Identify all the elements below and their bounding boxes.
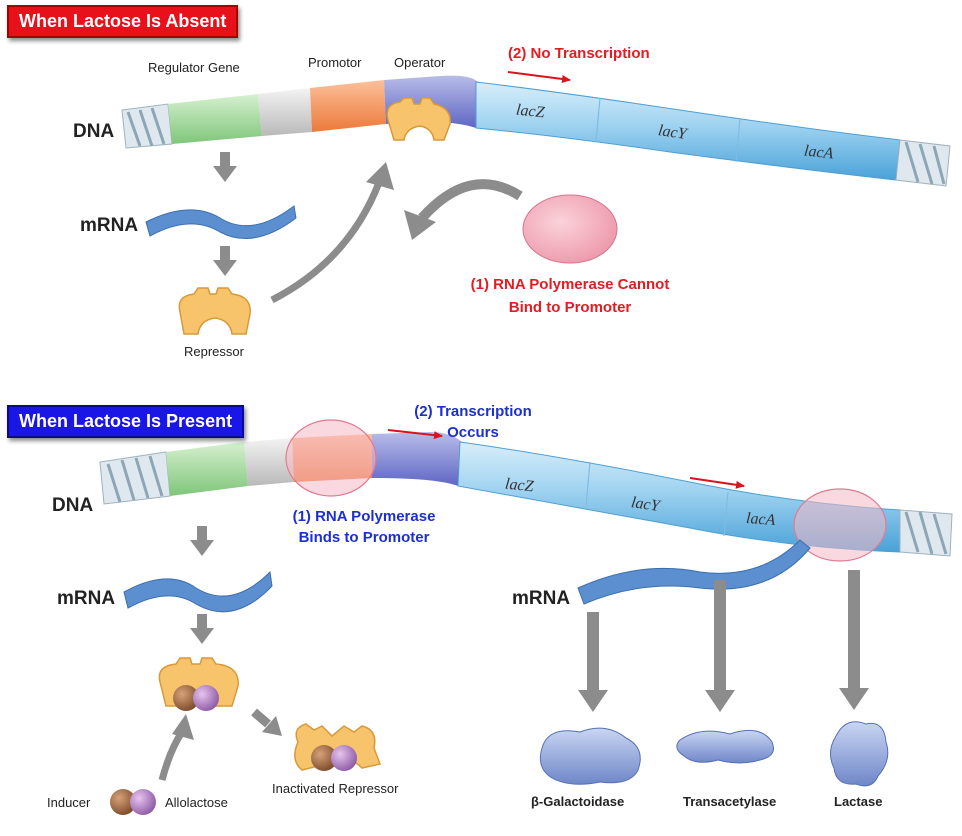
- regulator-gene-label: Regulator Gene: [148, 60, 240, 75]
- bottom-right-mrna-label: mRNA: [512, 588, 571, 609]
- polymerase-cannot-bind-label: (1) RNA Polymerase Cannot Bind to Promot…: [470, 276, 670, 316]
- beta-galactosidase-protein-icon: [539, 727, 641, 785]
- top-mrna-label: mRNA: [80, 215, 139, 236]
- beta-galactosidase-label: β-Galactoidase: [531, 794, 625, 809]
- bottom-lacz-label: lacZ: [504, 475, 535, 496]
- protein-arrow-3: [839, 570, 869, 710]
- inactivation-arrow: [251, 708, 271, 728]
- bottom-dna-label: DNA: [52, 495, 94, 516]
- repressor-to-operator-arrow: [270, 178, 384, 304]
- polymerase-blocked-arrow: [418, 179, 523, 222]
- transcription-occurs-label: (2) Transcription Occurs: [414, 403, 532, 441]
- polymerase-transcribing-icon: [793, 488, 887, 562]
- allolactose-label: Allolactose: [165, 795, 228, 810]
- transacetylase-protein-icon: [676, 729, 774, 764]
- polymerase-on-promoter-icon: [285, 419, 377, 497]
- lactase-label: Lactase: [834, 794, 883, 809]
- inducer-to-repressor-arrow: [158, 730, 185, 781]
- repressor-label: Repressor: [184, 344, 244, 359]
- no-transcription-arrow: [507, 71, 571, 83]
- protein-arrow-2: [705, 580, 735, 712]
- bottom-laca-label: lacA: [745, 509, 776, 530]
- gray-down-arrow-2: [213, 246, 237, 276]
- allolactose-molecule-icon: [130, 789, 156, 815]
- bottom-lacy-label: lacY: [630, 494, 661, 515]
- repressor-on-operator-icon: [386, 97, 451, 141]
- inactivated-repressor-label: Inactivated Repressor: [272, 781, 399, 796]
- top-lacy-label: lacY: [657, 122, 688, 143]
- present-banner: When Lactose Is Present: [7, 405, 245, 438]
- repressor-icon: [178, 287, 251, 335]
- transcription-arrow-1: [387, 429, 443, 440]
- lactase-protein-icon: [830, 721, 889, 787]
- inducer-molecule-icon: [110, 789, 136, 815]
- bottom-left-mrna-label: mRNA: [57, 588, 116, 609]
- protein-arrow-1: [578, 612, 608, 712]
- rna-polymerase-icon: [522, 194, 618, 264]
- operator-label: Operator: [394, 55, 446, 70]
- absent-banner: When Lactose Is Absent: [7, 5, 239, 38]
- polymerase-binds-label: (1) RNA Polymerase Binds to Promoter: [292, 508, 436, 546]
- gray-down-arrow-1: [213, 152, 237, 182]
- gray-down-arrow-4: [190, 614, 214, 644]
- top-dna-label: DNA: [73, 121, 115, 142]
- bottom-right-mrna-ribbon: [577, 539, 811, 605]
- no-transcription-label: (2) No Transcription: [508, 45, 650, 62]
- top-lacz-label: lacZ: [515, 101, 546, 122]
- transacetylase-label: Transacetylase: [683, 794, 777, 809]
- transcription-arrow-2: [689, 477, 745, 489]
- top-dna-strand: [121, 75, 951, 187]
- top-mrna-ribbon: [145, 205, 297, 239]
- promotor-label: Promotor: [308, 55, 362, 70]
- bottom-left-mrna-ribbon: [123, 570, 273, 613]
- gray-down-arrow-3: [190, 526, 214, 556]
- bottom-dna-strand: [99, 432, 953, 557]
- inducer-label: Inducer: [47, 795, 91, 810]
- top-laca-label: lacA: [803, 142, 835, 163]
